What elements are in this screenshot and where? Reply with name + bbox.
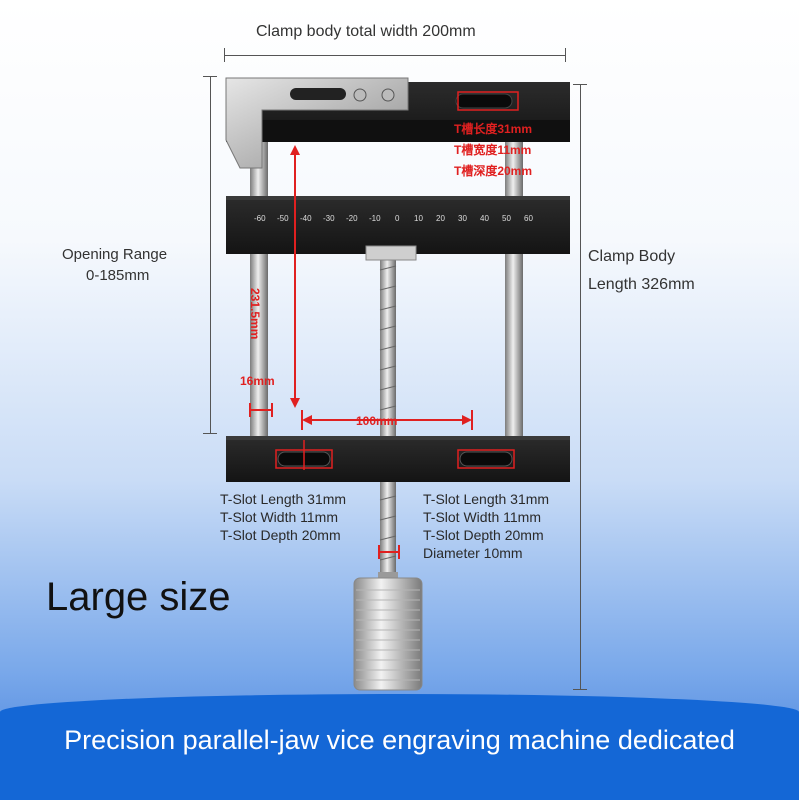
- scale-mark: -40: [300, 214, 312, 223]
- left-slot-width: T-Slot Width 11mm: [220, 509, 338, 525]
- body-length-label-1: Clamp Body: [588, 248, 676, 265]
- opening-range-label-2: 0-185mm: [86, 267, 150, 284]
- body-length-label-2: Length 326mm: [588, 276, 695, 293]
- scale-mark: -50: [277, 214, 289, 223]
- body-length-line: [580, 84, 581, 690]
- total-width-label: Clamp body total width 200mm: [256, 23, 476, 40]
- scale-mark: -30: [323, 214, 335, 223]
- scale-mark: 20: [436, 214, 445, 223]
- body-length-tick-bottom: [573, 689, 587, 690]
- scale-mark: -20: [346, 214, 358, 223]
- scale-mark: 50: [502, 214, 511, 223]
- opening-range-label-1: Opening Range: [62, 246, 168, 263]
- inner-width-label: 100mm: [356, 414, 398, 428]
- scale-mark: -10: [369, 214, 381, 223]
- t-slot-width-cn: T槽宽度11mm: [454, 143, 532, 157]
- opening-range-tick-top: [203, 76, 217, 77]
- t-slot-length-cn: T槽长度31mm: [454, 122, 533, 136]
- left-slot-specs: T-Slot Length 31mm T-Slot Width 11mm T-S…: [220, 490, 346, 544]
- banner-text: Precision parallel-jaw vice engraving ma…: [64, 725, 735, 755]
- scale-mark: -60: [254, 214, 266, 223]
- body-length-tick-top: [573, 84, 587, 85]
- right-slot-specs: T-Slot Length 31mm T-Slot Width 11mm T-S…: [423, 490, 549, 562]
- total-width-tick-right: [565, 48, 566, 62]
- bottom-slot-right: [459, 451, 513, 467]
- opening-range-tick-bottom: [203, 433, 217, 434]
- total-width-line: [225, 55, 565, 56]
- lead-screw: [380, 255, 396, 575]
- handle: [353, 577, 423, 691]
- scale-mark: 60: [524, 214, 533, 223]
- size-label: Large size: [46, 575, 231, 619]
- scale-mark: 10: [414, 214, 423, 223]
- right-slot-width: T-Slot Width 11mm: [423, 509, 541, 525]
- left-slot-depth: T-Slot Depth 20mm: [220, 527, 341, 543]
- moving-jaw: [226, 196, 570, 254]
- inner-height-label: 231.5mm: [248, 288, 262, 340]
- screw-diameter: Diameter 10mm: [423, 545, 523, 561]
- scale-mark: 0: [395, 214, 400, 223]
- scale-mark: 40: [480, 214, 489, 223]
- scale-mark: 30: [458, 214, 467, 223]
- left-slot-length: T-Slot Length 31mm: [220, 491, 347, 507]
- total-width-tick-left: [224, 48, 225, 62]
- guide-rod-right: [505, 140, 523, 440]
- right-slot-depth: T-Slot Depth 20mm: [423, 527, 544, 543]
- bottom-banner: [0, 694, 799, 800]
- opening-range-line: [210, 76, 211, 434]
- rod-width-label: 16mm: [240, 374, 275, 388]
- right-slot-length: T-Slot Length 31mm: [423, 491, 550, 507]
- t-slot-depth-cn: T槽深度20mm: [454, 164, 533, 178]
